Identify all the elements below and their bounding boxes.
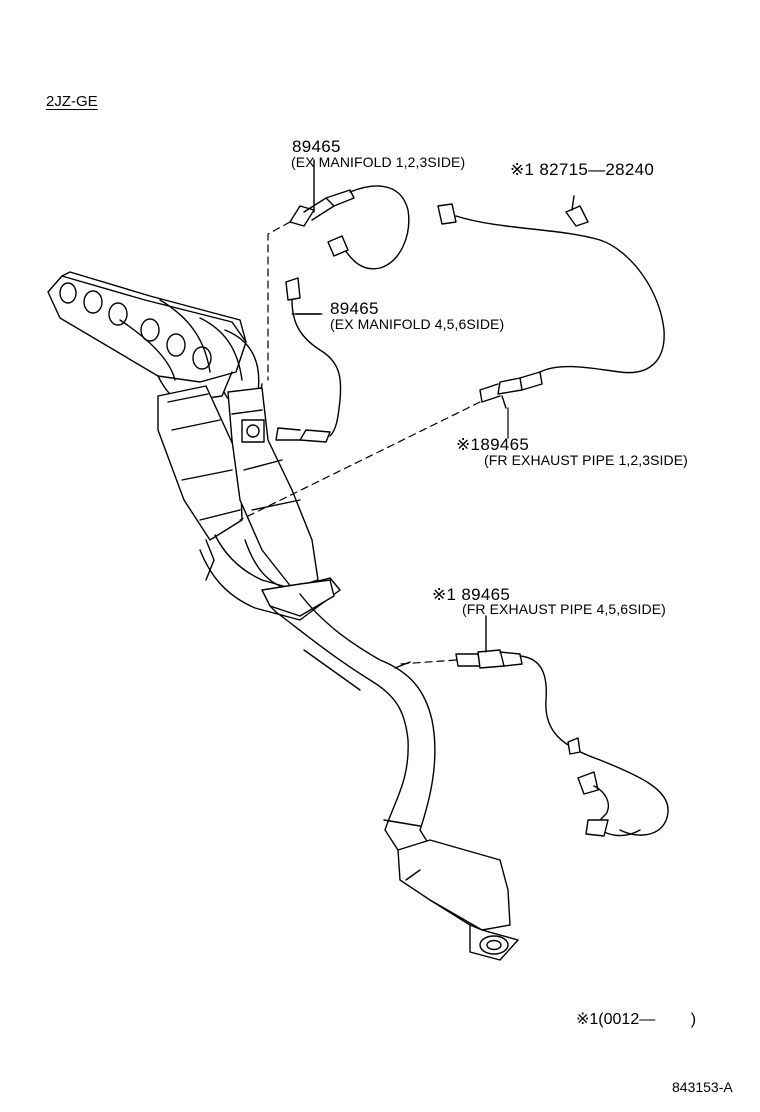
part-desc-fr-exhaust-123: (FR EXHAUST PIPE 1,2,3SIDE) (484, 452, 688, 468)
catalyst-bank-2 (227, 387, 319, 589)
footnote-mark: ※1 (432, 585, 457, 604)
main-catalytic-converter (397, 839, 519, 961)
diagram-code: 843153-A (672, 1079, 733, 1095)
part-desc-ex-manifold-123: (EX MANIFOLD 1,2,3SIDE) (291, 154, 466, 170)
engine-label: 2JZ-GE (46, 93, 98, 110)
dashed-leader-lines (239, 221, 481, 665)
footnote-note: ※1(0012— ) (576, 1011, 697, 1028)
footnote-mark: ※1 (510, 160, 535, 179)
catalyst-bank-1 (157, 385, 243, 581)
exhaust-manifold-drawing (47, 271, 263, 409)
fr-exhaust-456-callout: ※1 89465 (432, 586, 510, 603)
front-exhaust-pipe (199, 534, 436, 851)
part-number-ex-manifold-456: 89465 (330, 299, 379, 318)
part-number-clip: 82715—28240 (539, 160, 655, 179)
oxygen-sensor-ex-manifold-123 (289, 159, 410, 270)
part-desc-fr-exhaust-456: (FR EXHAUST PIPE 4,5,6SIDE) (462, 601, 666, 617)
oxygen-sensor-fr-exhaust-456 (455, 615, 669, 837)
clip-callout: ※1 82715—28240 (510, 161, 654, 178)
part-desc-ex-manifold-456: (EX MANIFOLD 4,5,6SIDE) (330, 316, 505, 332)
footnote-mark: ※1 (456, 435, 481, 454)
fr-exhaust-123-callout: ※189465 (456, 436, 529, 453)
part-number-fr-exhaust-123: 89465 (480, 435, 530, 454)
oxygen-sensor-fr-exhaust-123 (437, 195, 665, 409)
part-number-fr-exhaust-456: 89465 (461, 585, 511, 604)
part-number-ex-manifold-123: 89465 (292, 137, 341, 156)
